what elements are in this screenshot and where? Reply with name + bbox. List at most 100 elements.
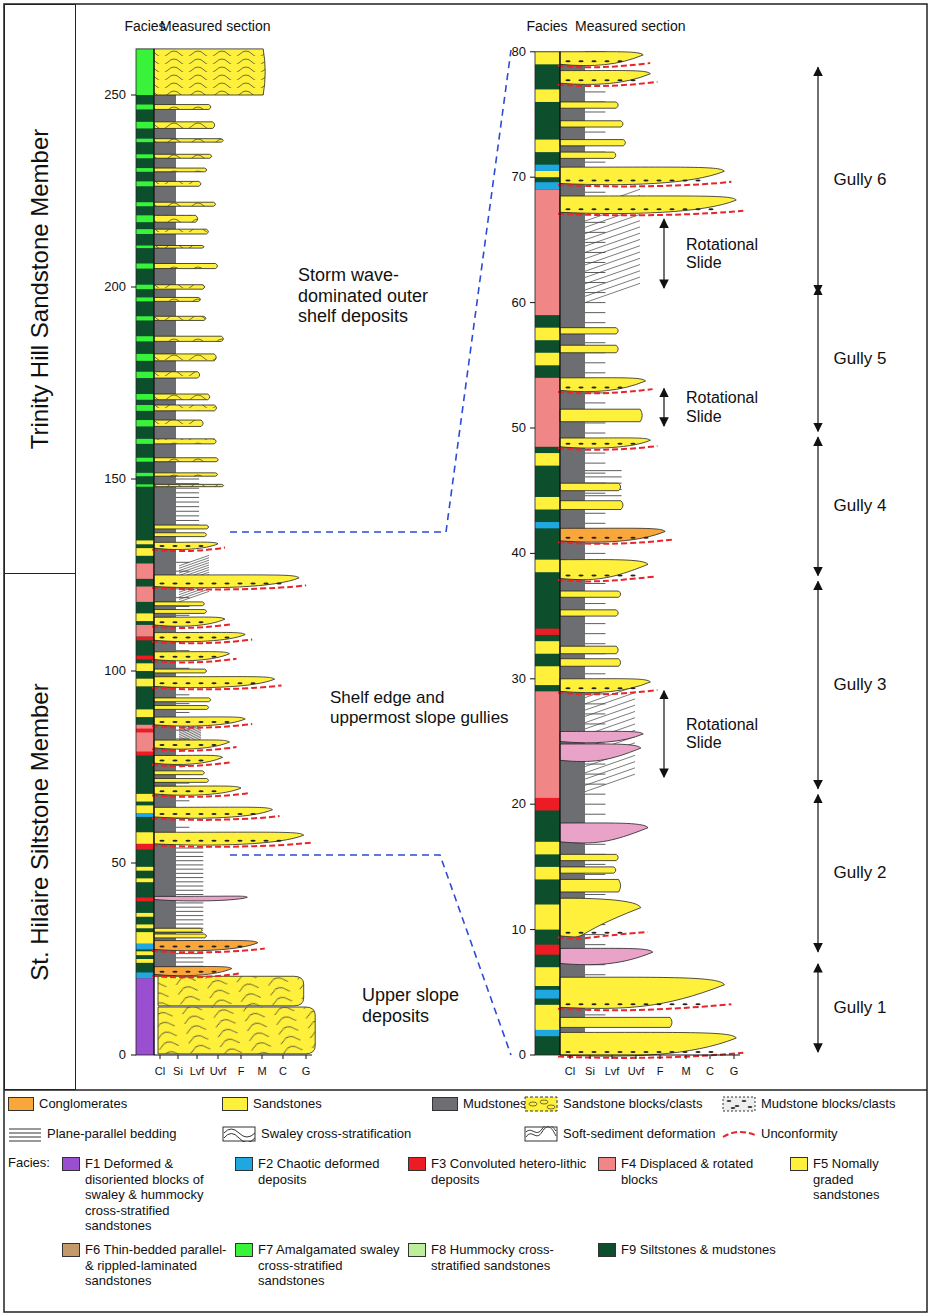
bed <box>154 181 201 186</box>
facies-column <box>136 49 154 1055</box>
bed <box>154 967 232 976</box>
grain-tick <box>734 1055 735 1059</box>
bed <box>154 122 215 129</box>
plane-parallel-bedding <box>176 506 199 507</box>
mudstone-clast <box>578 60 583 62</box>
bed <box>154 755 223 764</box>
mudstone-clast <box>656 1003 661 1005</box>
plane-parallel-bedding <box>585 476 622 477</box>
bed <box>154 139 223 142</box>
legend-text: F2 Chaotic deformed deposits <box>258 1156 400 1187</box>
legend-swatch <box>432 1097 458 1111</box>
mudstone-clast <box>211 945 216 947</box>
legend-text: Sandstones <box>253 1096 322 1112</box>
gully-label: Gully 5 <box>834 349 887 369</box>
depth-tick-label: 0 <box>519 1048 526 1063</box>
swaley-texture <box>158 976 304 1006</box>
plane-parallel-bedding <box>176 869 203 870</box>
bed <box>560 152 616 158</box>
bed <box>154 285 205 289</box>
bed <box>154 533 207 537</box>
mudstone-clast <box>578 386 583 388</box>
plane-parallel-bedding <box>585 764 605 765</box>
slide-hatch <box>585 271 640 290</box>
legend-item: F6 Thin-bedded parallel- & rippled-lamin… <box>62 1242 227 1289</box>
facies-interval <box>136 229 154 234</box>
bed <box>560 744 641 762</box>
facies-interval <box>535 140 560 153</box>
mudstone-clast <box>211 656 216 658</box>
slide-hatch <box>585 277 640 296</box>
member-band: St. Hilaire Siltstone Member <box>4 573 76 1090</box>
mudstone-clast <box>604 60 609 62</box>
facies-interval <box>136 563 154 578</box>
mudstone-clast <box>159 813 164 815</box>
legend-item: Swaley cross-stratification <box>222 1126 512 1142</box>
plane-parallel-bedding <box>585 894 605 895</box>
grain-size-label: Lvf <box>190 1065 205 1078</box>
bed <box>560 501 623 510</box>
facies-interval <box>136 636 154 640</box>
plane-parallel-bedding <box>176 856 203 857</box>
depth-tick <box>530 929 535 930</box>
swaley-texture <box>154 229 208 234</box>
slide-hatch <box>585 265 640 284</box>
unconformity <box>152 949 265 953</box>
plane-parallel-bedding <box>176 902 203 903</box>
mudstone-clast <box>643 537 648 539</box>
unconformity <box>558 540 672 544</box>
grain-tick <box>218 1055 219 1059</box>
facies-outline <box>535 52 560 1055</box>
mudstone-clast <box>682 1051 687 1053</box>
column-header: Measured section <box>160 18 271 34</box>
legend-item: Conglomerates <box>8 1096 208 1112</box>
mudstone-clast <box>224 721 229 723</box>
mudstone-clast <box>224 682 229 684</box>
mudstone-clast <box>565 79 570 81</box>
facies-interval <box>535 522 560 528</box>
sample-bg <box>723 1097 755 1111</box>
depth-tick <box>530 428 535 429</box>
plane-parallel-bedding <box>585 433 605 434</box>
swaley-texture <box>154 122 215 129</box>
depth-tick-label: 60 <box>512 295 526 310</box>
legend-swatch <box>408 1243 426 1257</box>
mudstone-clast <box>224 945 229 947</box>
mudstone-clast <box>172 790 177 792</box>
mudstone-clast <box>695 1051 700 1053</box>
mudstone-clast <box>211 721 216 723</box>
plane-parallel-bedding <box>585 633 605 634</box>
mudstone-clast <box>172 621 177 623</box>
gully-label: Gully 2 <box>834 863 887 883</box>
plane-parallel-bedding <box>585 362 605 363</box>
unconformity <box>558 446 657 450</box>
facies-interval <box>535 666 560 685</box>
legend-text: F1 Deformed & disoriented blocks of swal… <box>85 1156 227 1234</box>
mudstone-clast <box>695 208 700 210</box>
mudstone-clast <box>159 759 164 761</box>
grain-tick <box>710 1055 711 1059</box>
plane-parallel-bedding <box>585 583 605 584</box>
mudstone-clast <box>565 1051 570 1053</box>
facies-base <box>136 49 154 1055</box>
legend-item: Plane-parallel bedding <box>8 1126 213 1142</box>
plane-parallel-bedding <box>176 483 199 484</box>
plane-parallel-bedding <box>585 603 605 604</box>
mudstone-clast <box>630 1051 635 1053</box>
facies-interval <box>535 1005 560 1030</box>
bed <box>560 409 642 422</box>
facies-interval <box>136 122 154 129</box>
mudstone-clast <box>198 744 203 746</box>
facies-interval <box>136 725 154 752</box>
facies-interval <box>535 453 560 466</box>
facies-interval <box>535 165 560 171</box>
mudstone-clast <box>172 971 177 973</box>
grain-tick <box>306 1055 307 1059</box>
grain-size-label: F <box>238 1065 245 1078</box>
depth-tick <box>131 287 136 288</box>
bed <box>560 867 616 873</box>
mudstone-clast <box>237 813 242 815</box>
section-axis <box>153 49 154 1055</box>
grain-tick <box>660 1055 661 1059</box>
legend-text: F6 Thin-bedded parallel- & rippled-lamin… <box>85 1242 227 1289</box>
